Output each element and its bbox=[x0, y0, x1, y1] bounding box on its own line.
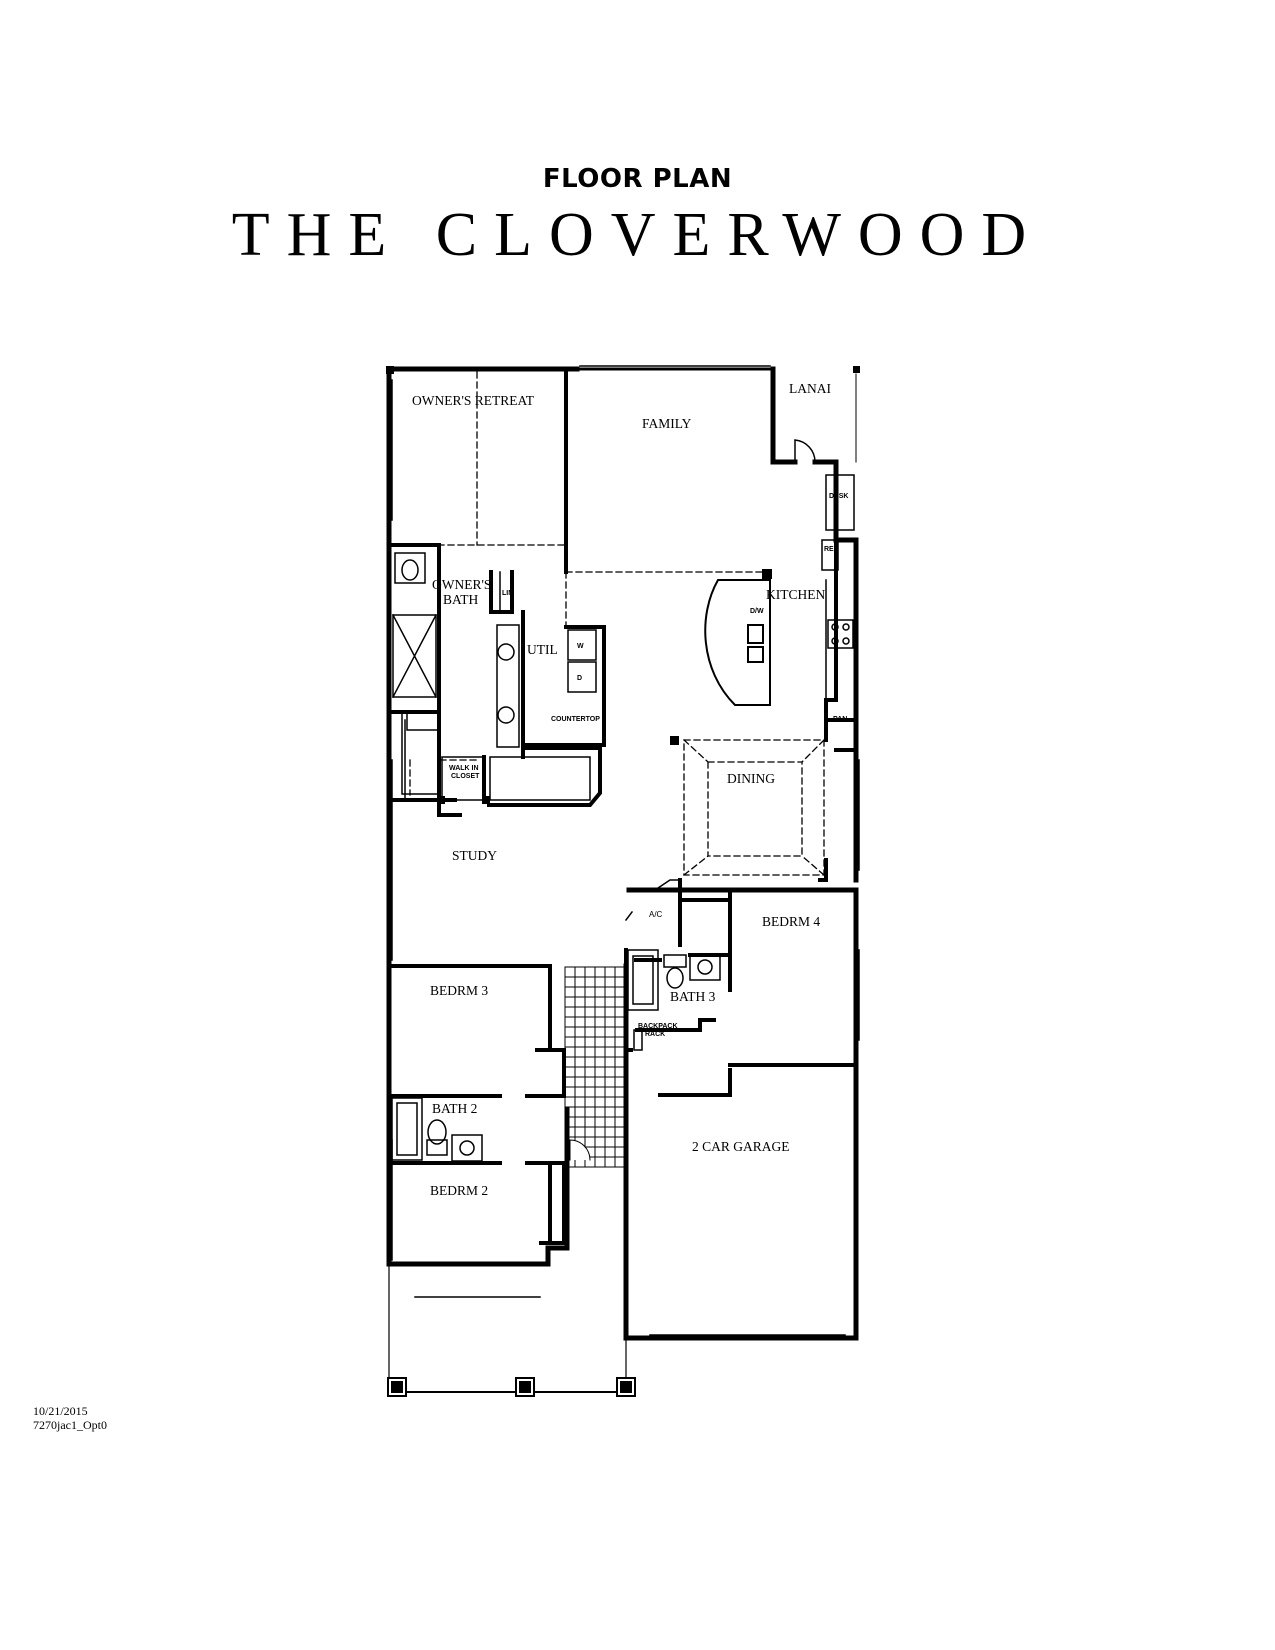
label-bedrm2: BEDRM 2 bbox=[430, 1183, 488, 1198]
laundry-appliances bbox=[567, 629, 597, 693]
plan-date: 10/21/2015 bbox=[33, 1404, 88, 1418]
bath3-fixtures bbox=[627, 949, 721, 1051]
label-ac: A/C bbox=[649, 910, 663, 919]
label-backpack-line2: RACK bbox=[645, 1031, 665, 1038]
label-bedrm3: BEDRM 3 bbox=[430, 983, 488, 998]
room-labels: OWNER'S RETREAT FAMILY LANAI DESK REF OW… bbox=[412, 381, 848, 1198]
label-garage: 2 CAR GARAGE bbox=[692, 1139, 790, 1154]
window-marks bbox=[391, 365, 860, 1336]
label-kitchen: KITCHEN bbox=[766, 587, 825, 602]
label-bath3: BATH 3 bbox=[670, 989, 716, 1004]
label-countertop: COUNTERTOP bbox=[551, 716, 600, 723]
label-util: UTIL bbox=[527, 642, 558, 657]
plan-title: THE CLOVERWOOD bbox=[231, 201, 1044, 269]
label-walk-in-line1: WALK IN bbox=[449, 765, 479, 772]
label-bedrm4: BEDRM 4 bbox=[762, 914, 820, 929]
label-owners-bath-line2: BATH bbox=[443, 592, 479, 607]
label-washer: W bbox=[577, 643, 584, 650]
label-study: STUDY bbox=[452, 848, 497, 863]
label-bath2: BATH 2 bbox=[432, 1101, 477, 1116]
label-lin: LIN bbox=[502, 590, 513, 597]
hall-tile bbox=[564, 966, 626, 1168]
kitchen-appliances bbox=[821, 474, 855, 701]
front-porch bbox=[388, 1263, 627, 1393]
owners-bath-fixtures bbox=[391, 552, 520, 795]
kitchen-island bbox=[704, 569, 772, 706]
label-dining: DINING bbox=[727, 771, 775, 786]
label-family: FAMILY bbox=[642, 416, 692, 431]
label-ref: REF bbox=[824, 546, 839, 553]
label-lanai: LANAI bbox=[789, 381, 831, 396]
ac-closet bbox=[624, 879, 681, 922]
porch-columns bbox=[387, 1377, 636, 1397]
lanai-door bbox=[794, 373, 857, 463]
label-pan: PAN bbox=[833, 716, 847, 723]
dashed-openings bbox=[388, 371, 825, 1091]
corner-posts bbox=[386, 366, 860, 804]
bath2-fixtures bbox=[391, 1097, 483, 1162]
label-dw: D/W bbox=[750, 608, 764, 615]
walk-in-closet-shelves bbox=[404, 719, 591, 801]
plan-footer: 10/21/2015 7270jac1_Opt0 bbox=[33, 1404, 107, 1432]
label-dryer: D bbox=[577, 675, 582, 682]
plan-kicker: FLOOR PLAN bbox=[542, 164, 733, 194]
label-owners-retreat: OWNER'S RETREAT bbox=[412, 393, 535, 408]
label-walk-in-line2: CLOSET bbox=[451, 773, 480, 780]
interior-walls bbox=[387, 367, 858, 1245]
label-desk: DESK bbox=[829, 493, 848, 500]
plan-code: 7270jac1_Opt0 bbox=[33, 1418, 107, 1432]
label-backpack-line1: BACKPACK bbox=[638, 1023, 678, 1030]
label-owners-bath-line1: OWNER'S bbox=[432, 577, 491, 592]
